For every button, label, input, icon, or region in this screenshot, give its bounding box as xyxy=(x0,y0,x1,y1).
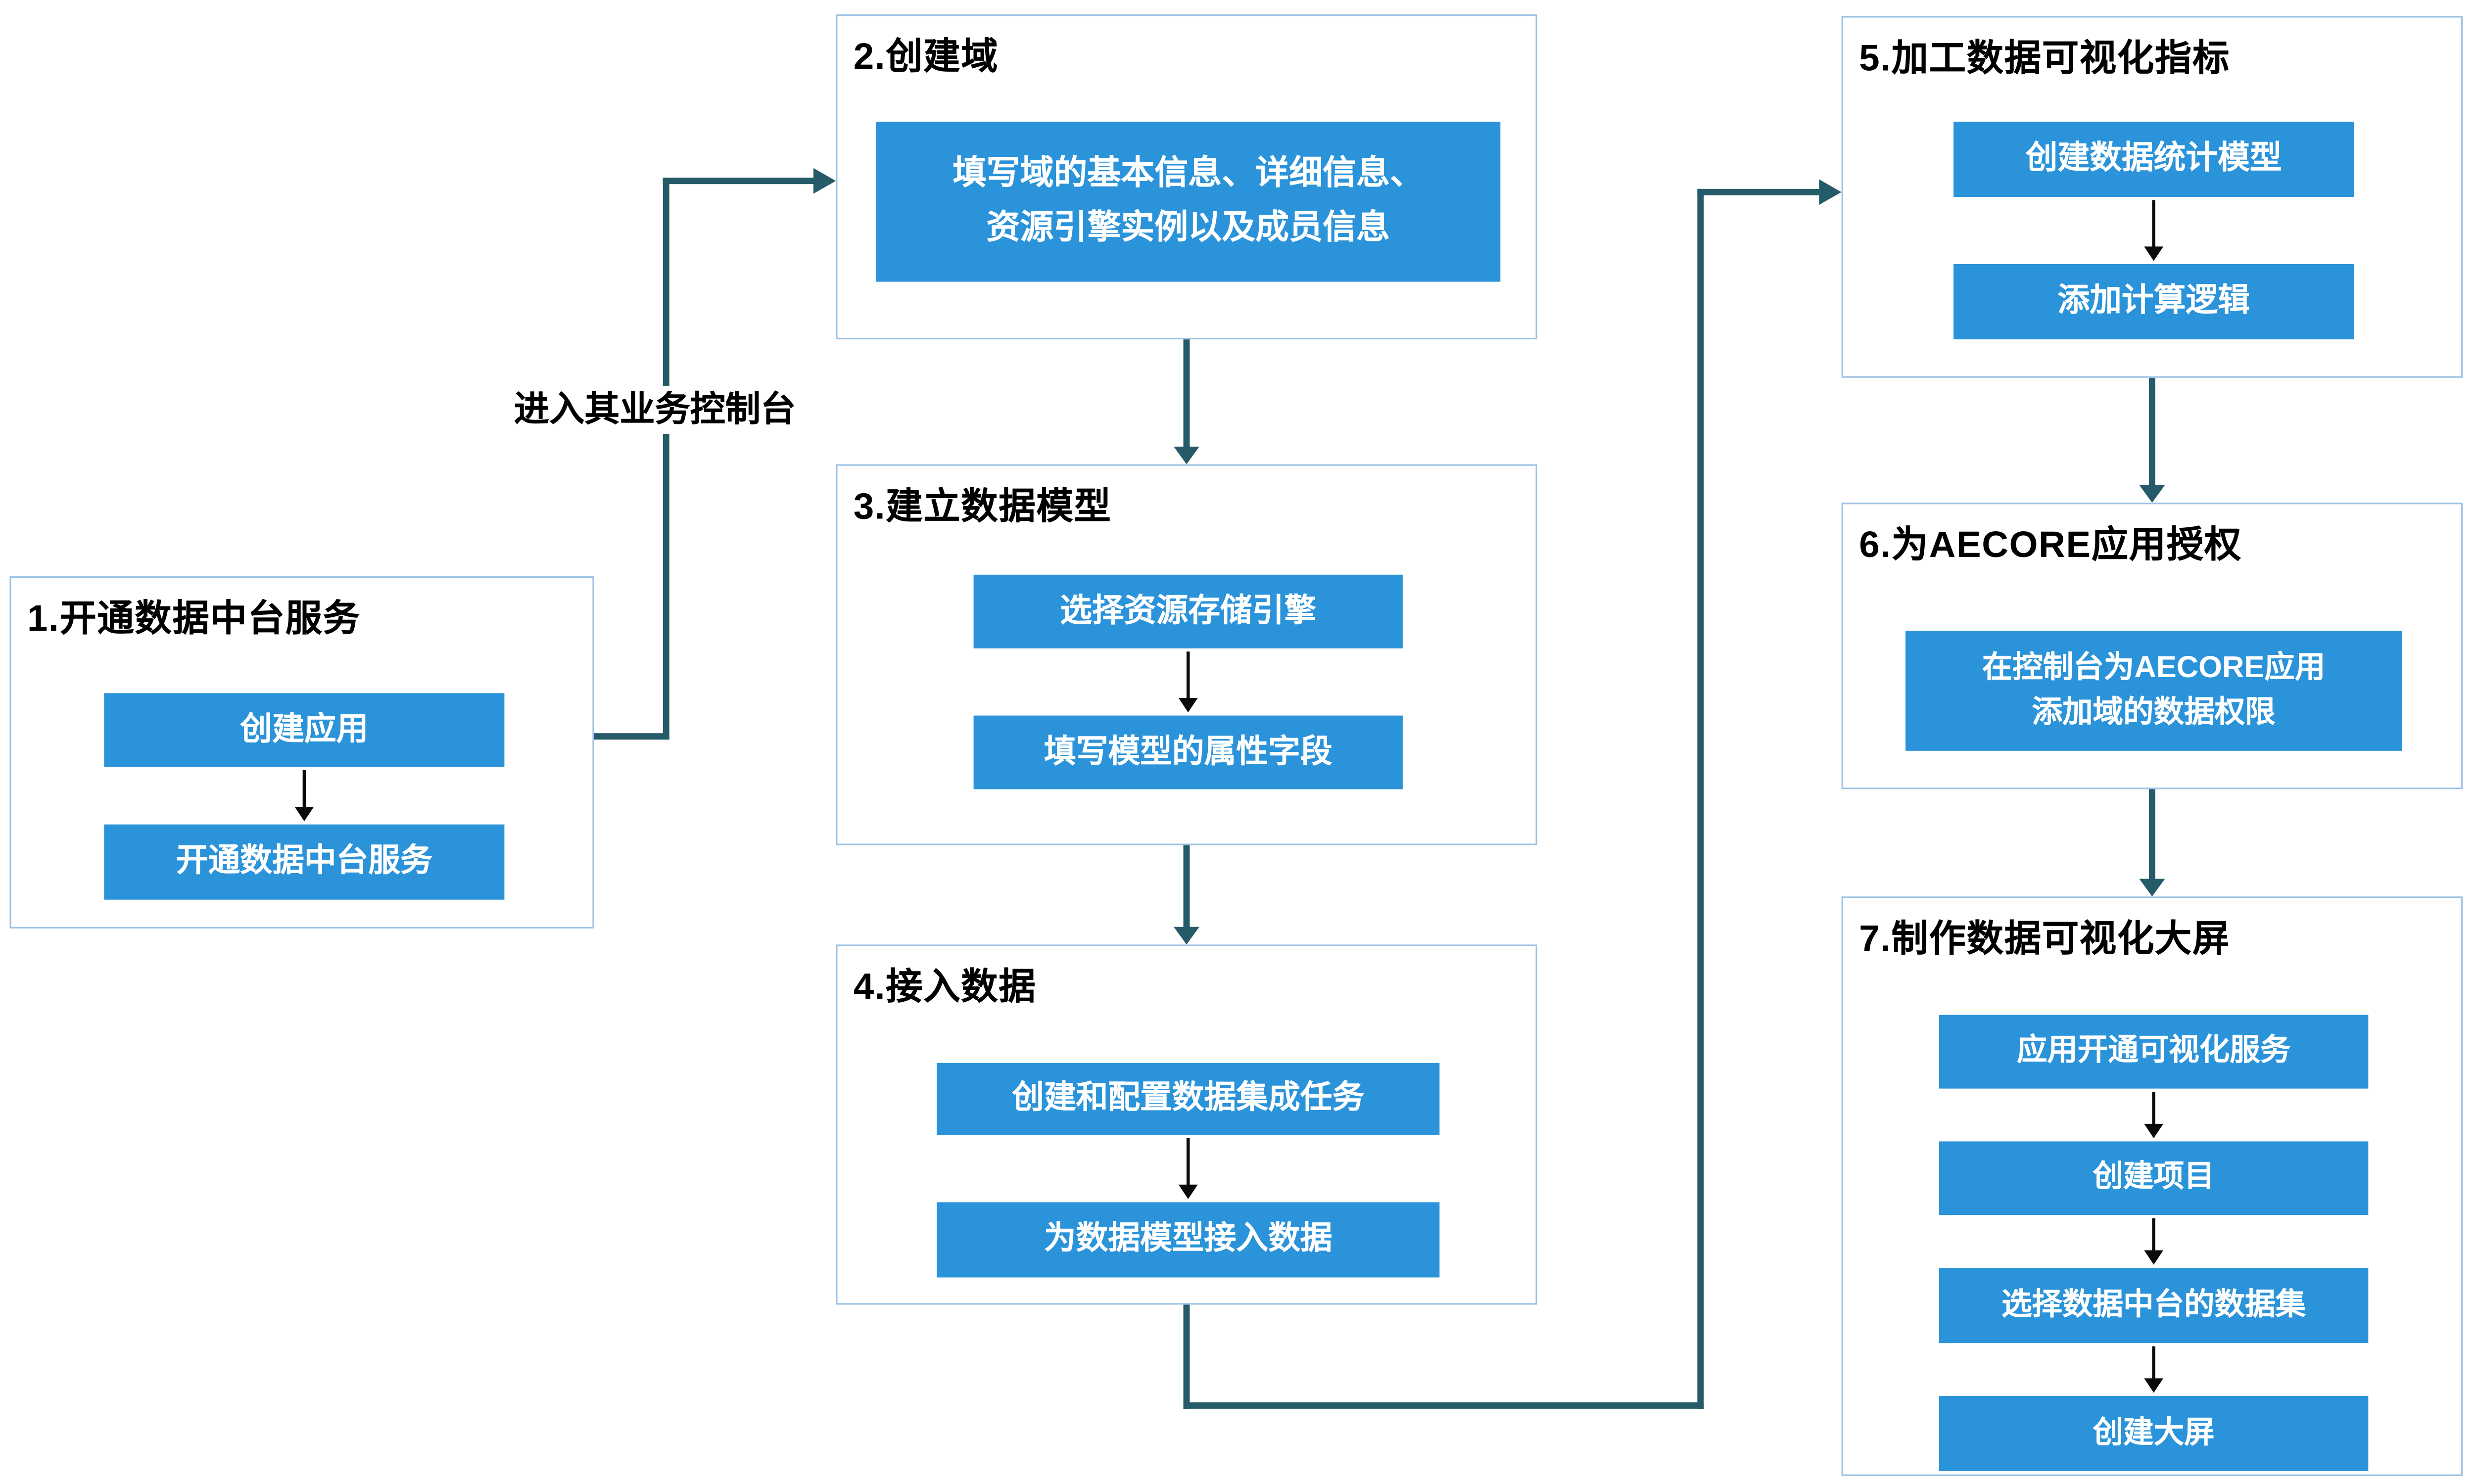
step-ingest-data-to-model: 为数据模型接入数据 xyxy=(937,1202,1440,1278)
group-2-panel: 2.创建域 填写域的基本信息、详细信息、 资源引擎实例以及成员信息 xyxy=(836,14,1537,340)
step-fill-domain-info: 填写域的基本信息、详细信息、 资源引擎实例以及成员信息 xyxy=(876,121,1501,282)
step-create-screen: 创建大屏 xyxy=(1939,1395,2369,1472)
group-4-title: 4.接入数据 xyxy=(853,965,1037,1007)
connector-5-6-arrowhead-icon xyxy=(2139,485,2165,503)
step-create-stat-model: 创建数据统计模型 xyxy=(1953,121,2354,197)
group-5-title: 5.加工数据可视化指标 xyxy=(1859,37,2231,79)
step-add-calc-logic: 添加计算逻辑 xyxy=(1953,264,2354,340)
group-4-panel: 4.接入数据 创建和配置数据集成任务 为数据模型接入数据 xyxy=(836,944,1537,1305)
connector-2-3-arrowhead-icon xyxy=(1174,446,1199,464)
step-create-integration-task: 创建和配置数据集成任务 xyxy=(937,1063,1440,1135)
edge-label-enter-console: 进入其业务控制台 xyxy=(461,385,849,434)
group-6-title: 6.为AECORE应用授权 xyxy=(1859,523,2242,565)
connector-1-2-h2 xyxy=(663,178,813,185)
group-2-title: 2.创建域 xyxy=(853,35,999,77)
step-grant-domain-permission: 在控制台为AECORE应用 添加域的数据权限 xyxy=(1905,631,2402,751)
connector-1-2-vertical xyxy=(663,178,669,740)
arrow-down-icon xyxy=(2144,200,2164,261)
arrow-down-icon xyxy=(1178,651,1198,713)
connector-1-2-h1 xyxy=(594,733,669,740)
group-1-title: 1.开通数据中台服务 xyxy=(27,597,361,639)
connector-4-5-arrowhead-icon xyxy=(1819,179,1842,205)
arrow-down-icon xyxy=(294,770,314,822)
connector-6-7-arrowhead-icon xyxy=(2139,879,2165,897)
step-select-dataset: 选择数据中台的数据集 xyxy=(1939,1268,2369,1344)
group-1-panel: 1.开通数据中台服务 创建应用 开通数据中台服务 xyxy=(9,576,594,928)
connector-4-5-v1 xyxy=(1183,1304,1190,1409)
connector-6-7-line xyxy=(2148,789,2155,881)
arrow-down-icon xyxy=(2144,1346,2164,1393)
arrow-down-icon xyxy=(1178,1138,1198,1199)
connector-5-6-line xyxy=(2148,377,2155,487)
group-3-panel: 3.建立数据模型 选择资源存储引擎 填写模型的属性字段 xyxy=(836,464,1537,845)
group-5-panel: 5.加工数据可视化指标 创建数据统计模型 添加计算逻辑 xyxy=(1841,16,2463,378)
step-fill-model-fields: 填写模型的属性字段 xyxy=(973,715,1403,789)
connector-2-3-line xyxy=(1183,339,1190,449)
step-create-project: 创建项目 xyxy=(1939,1141,2369,1215)
group-7-panel: 7.制作数据可视化大屏 应用开通可视化服务 创建项目 选择数据中台的数据集 创建… xyxy=(1841,896,2463,1476)
connector-3-4-line xyxy=(1183,845,1190,928)
arrow-down-icon xyxy=(2144,1092,2164,1138)
group-6-panel: 6.为AECORE应用授权 在控制台为AECORE应用 添加域的数据权限 xyxy=(1841,503,2463,789)
connector-4-5-v2 xyxy=(1697,188,1704,1409)
connector-1-2-arrowhead-icon xyxy=(813,168,836,194)
step-choose-storage-engine: 选择资源存储引擎 xyxy=(973,574,1403,649)
group-7-title: 7.制作数据可视化大屏 xyxy=(1859,917,2231,959)
connector-3-4-arrowhead-icon xyxy=(1174,927,1199,945)
arrow-down-icon xyxy=(2144,1218,2164,1265)
connector-4-5-h2 xyxy=(1697,188,1819,195)
connector-4-5-h1 xyxy=(1183,1402,1704,1409)
group-3-title: 3.建立数据模型 xyxy=(853,485,1112,527)
step-open-visual-service: 应用开通可视化服务 xyxy=(1939,1015,2369,1089)
step-create-app: 创建应用 xyxy=(104,693,505,767)
step-open-data-mid-service: 开通数据中台服务 xyxy=(104,824,505,900)
